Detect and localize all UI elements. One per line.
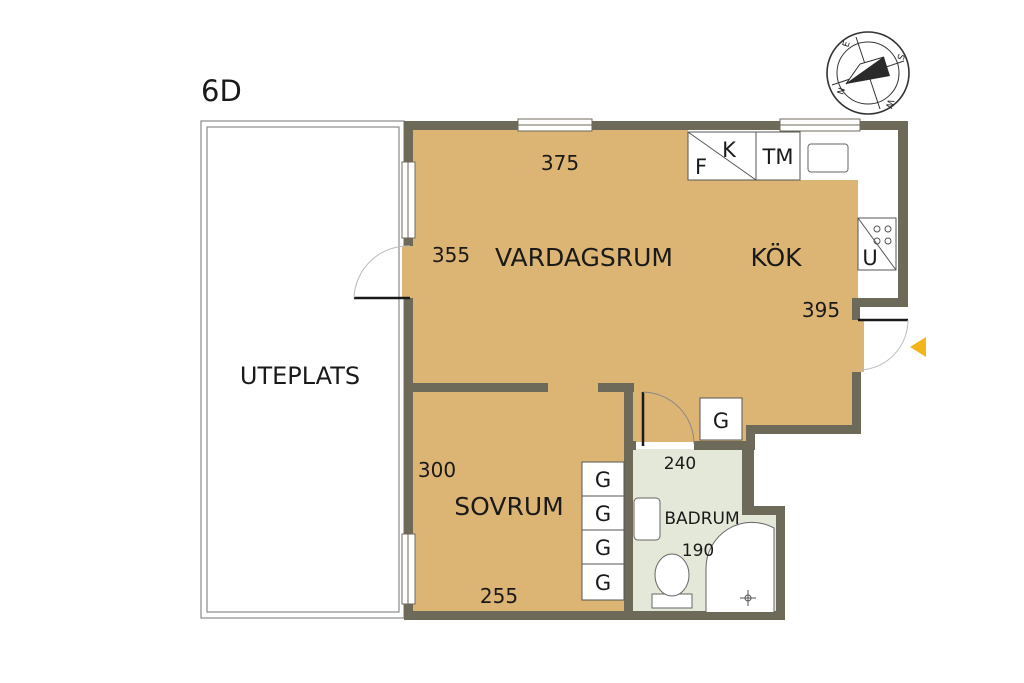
- compass-south: S: [894, 52, 905, 61]
- walls: [404, 121, 908, 620]
- wardrobes: [581, 397, 743, 601]
- bathroom-fixtures: [633, 497, 775, 612]
- fixture-oven: U: [862, 246, 877, 270]
- measure-bedroom-left: 300: [418, 458, 456, 482]
- entrance-arrow: [910, 337, 926, 357]
- room-label-bathroom: BADRUM: [664, 509, 739, 529]
- room-label-patio: UTEPLATS: [240, 362, 360, 390]
- wardrobe-label: G: [595, 502, 611, 526]
- patio: [200, 120, 405, 619]
- labels: 6D VARDAGSRUM KÖK SOVRUM BADRUM UTEPLATS…: [201, 40, 906, 608]
- main-floor: [412, 128, 858, 612]
- measure-bedroom-bottom: 255: [480, 584, 518, 608]
- room-label-living: VARDAGSRUM: [495, 243, 673, 272]
- measure-living-left: 355: [432, 243, 470, 267]
- measure-bath-inner: 190: [682, 541, 714, 561]
- measure-bath-top: 240: [664, 454, 696, 474]
- compass-west: W: [883, 98, 895, 110]
- fixture-fridge: F: [695, 155, 707, 179]
- measure-living-top: 375: [541, 151, 579, 175]
- wardrobe-label: G: [595, 536, 611, 560]
- bathroom-door: [641, 391, 695, 446]
- room-label-kitchen: KÖK: [750, 243, 802, 272]
- sink: [633, 497, 661, 541]
- compass-icon: [826, 31, 910, 115]
- kitchen-counter: [687, 128, 898, 300]
- windows: [401, 118, 861, 605]
- wardrobe-label: G: [713, 409, 729, 433]
- wardrobe-label: G: [595, 571, 611, 595]
- compass-east: E: [841, 40, 852, 49]
- unit-id: 6D: [201, 74, 242, 108]
- shower: [705, 521, 775, 612]
- patio-door: [353, 245, 416, 300]
- compass-north: N: [836, 87, 848, 96]
- toilet: [651, 553, 693, 609]
- wardrobe-label: G: [595, 468, 611, 492]
- fixture-dishwasher: TM: [762, 145, 794, 169]
- entrance-door: [850, 318, 909, 372]
- fixture-freezer: K: [722, 138, 737, 162]
- measure-kitchen-right: 395: [802, 298, 840, 322]
- room-label-bedroom: SOVRUM: [454, 492, 563, 521]
